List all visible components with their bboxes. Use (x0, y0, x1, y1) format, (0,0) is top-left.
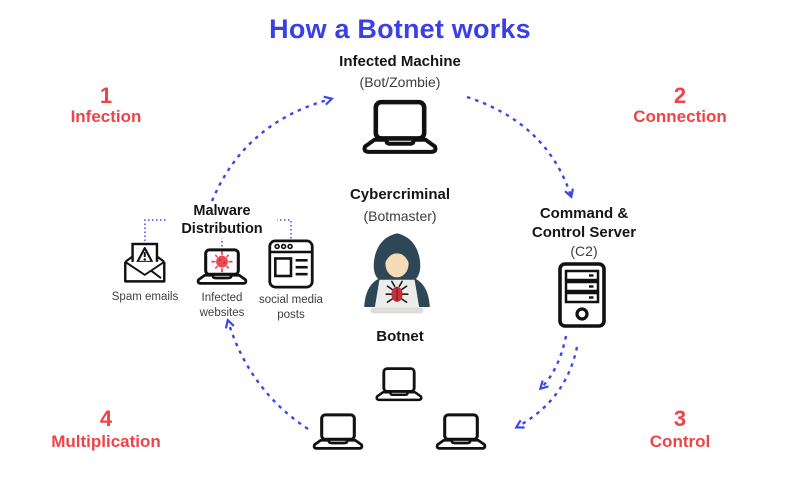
social-media-channel: social media posts (251, 238, 331, 323)
c2-server-subtitle: (C2) (570, 243, 598, 259)
arrow-botnet-to-malware (228, 321, 309, 431)
laptop-icon (312, 413, 364, 450)
step-1-label: Infection (70, 107, 142, 126)
spam-envelope-icon (124, 242, 166, 283)
infected-laptop-icon (196, 248, 248, 285)
laptop-icon (375, 367, 423, 402)
server-tower-icon (558, 262, 606, 328)
step-2-label: Connection (633, 107, 727, 126)
infected-websites-label: Infected websites (199, 292, 245, 319)
arrow-c2-to-botnet-long (517, 346, 579, 427)
social-media-label: social media posts (259, 294, 323, 321)
infected-machine-title: Infected Machine (339, 53, 461, 70)
cybercriminal-figure (357, 230, 437, 320)
spam-emails-channel: Spam emails (112, 240, 178, 305)
infected-websites-channel: Infected websites (191, 247, 253, 321)
step-2-number: 2 (673, 83, 687, 108)
browser-window-icon (268, 239, 314, 289)
botnet-title: Botnet (376, 328, 424, 345)
laptop-icon (362, 99, 438, 154)
step-3-label: Control (649, 432, 711, 451)
infected-machine-subtitle: (Bot/Zombie) (359, 74, 441, 90)
bug-icon (385, 280, 409, 303)
cybercriminal-title: Cybercriminal (349, 186, 451, 203)
botnet-laptop-top (372, 366, 426, 405)
step-3-number: 3 (673, 406, 687, 431)
page-title: How a Botnet works (269, 14, 531, 44)
infected-machine-laptop (357, 98, 443, 160)
hooded-hacker-icon (364, 233, 430, 314)
laptop-icon (435, 413, 487, 450)
step-4-label: Multiplication (51, 432, 161, 451)
cybercriminal-subtitle: (Botmaster) (363, 208, 437, 224)
step-4-number: 4 (99, 406, 113, 431)
c2-server-node (557, 261, 607, 329)
step-1-number: 1 (99, 83, 113, 108)
malware-distribution-title: Malware Distribution (167, 202, 277, 239)
arrow-malware-to-infected-machine (210, 99, 331, 202)
botnet-laptop-left (309, 412, 367, 454)
c2-server-title: Command & Control Server (531, 205, 637, 241)
arrow-c2-to-botnet-short (541, 335, 568, 388)
botnet-laptop-right (432, 412, 490, 454)
arrow-infected-machine-to-c2 (466, 95, 571, 196)
spam-emails-label: Spam emails (111, 291, 179, 303)
